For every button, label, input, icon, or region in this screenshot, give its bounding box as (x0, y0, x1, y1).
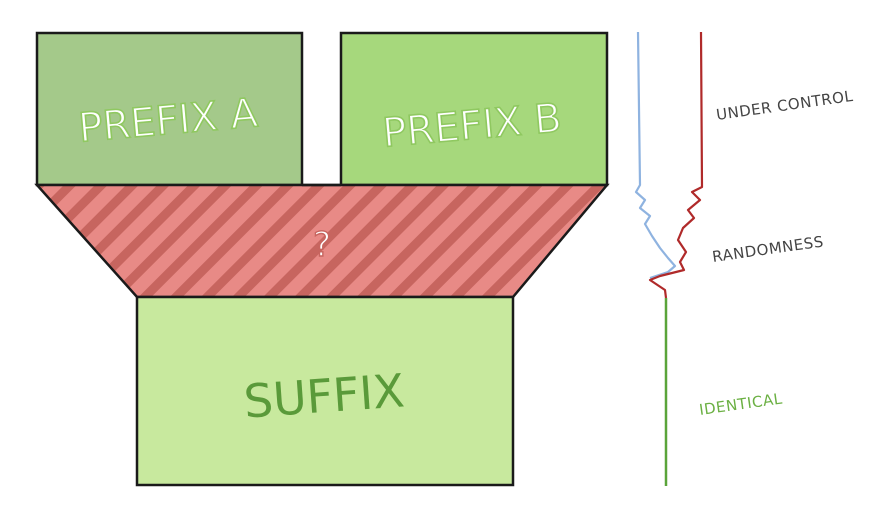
randomness-label: RANDOMNESS (711, 233, 825, 266)
under-control-label: UNDER CONTROL (715, 87, 854, 124)
identical-label: IDENTICAL (698, 389, 784, 419)
prefix-b-trace (648, 31, 704, 299)
prefix-a-trace (634, 31, 677, 280)
collision-label: ? (313, 225, 331, 265)
prefix-b-block (339, 31, 609, 187)
prefix-a-block (35, 31, 304, 187)
suffix-label: SUFFIX (242, 363, 406, 428)
suffix-block (135, 295, 515, 487)
